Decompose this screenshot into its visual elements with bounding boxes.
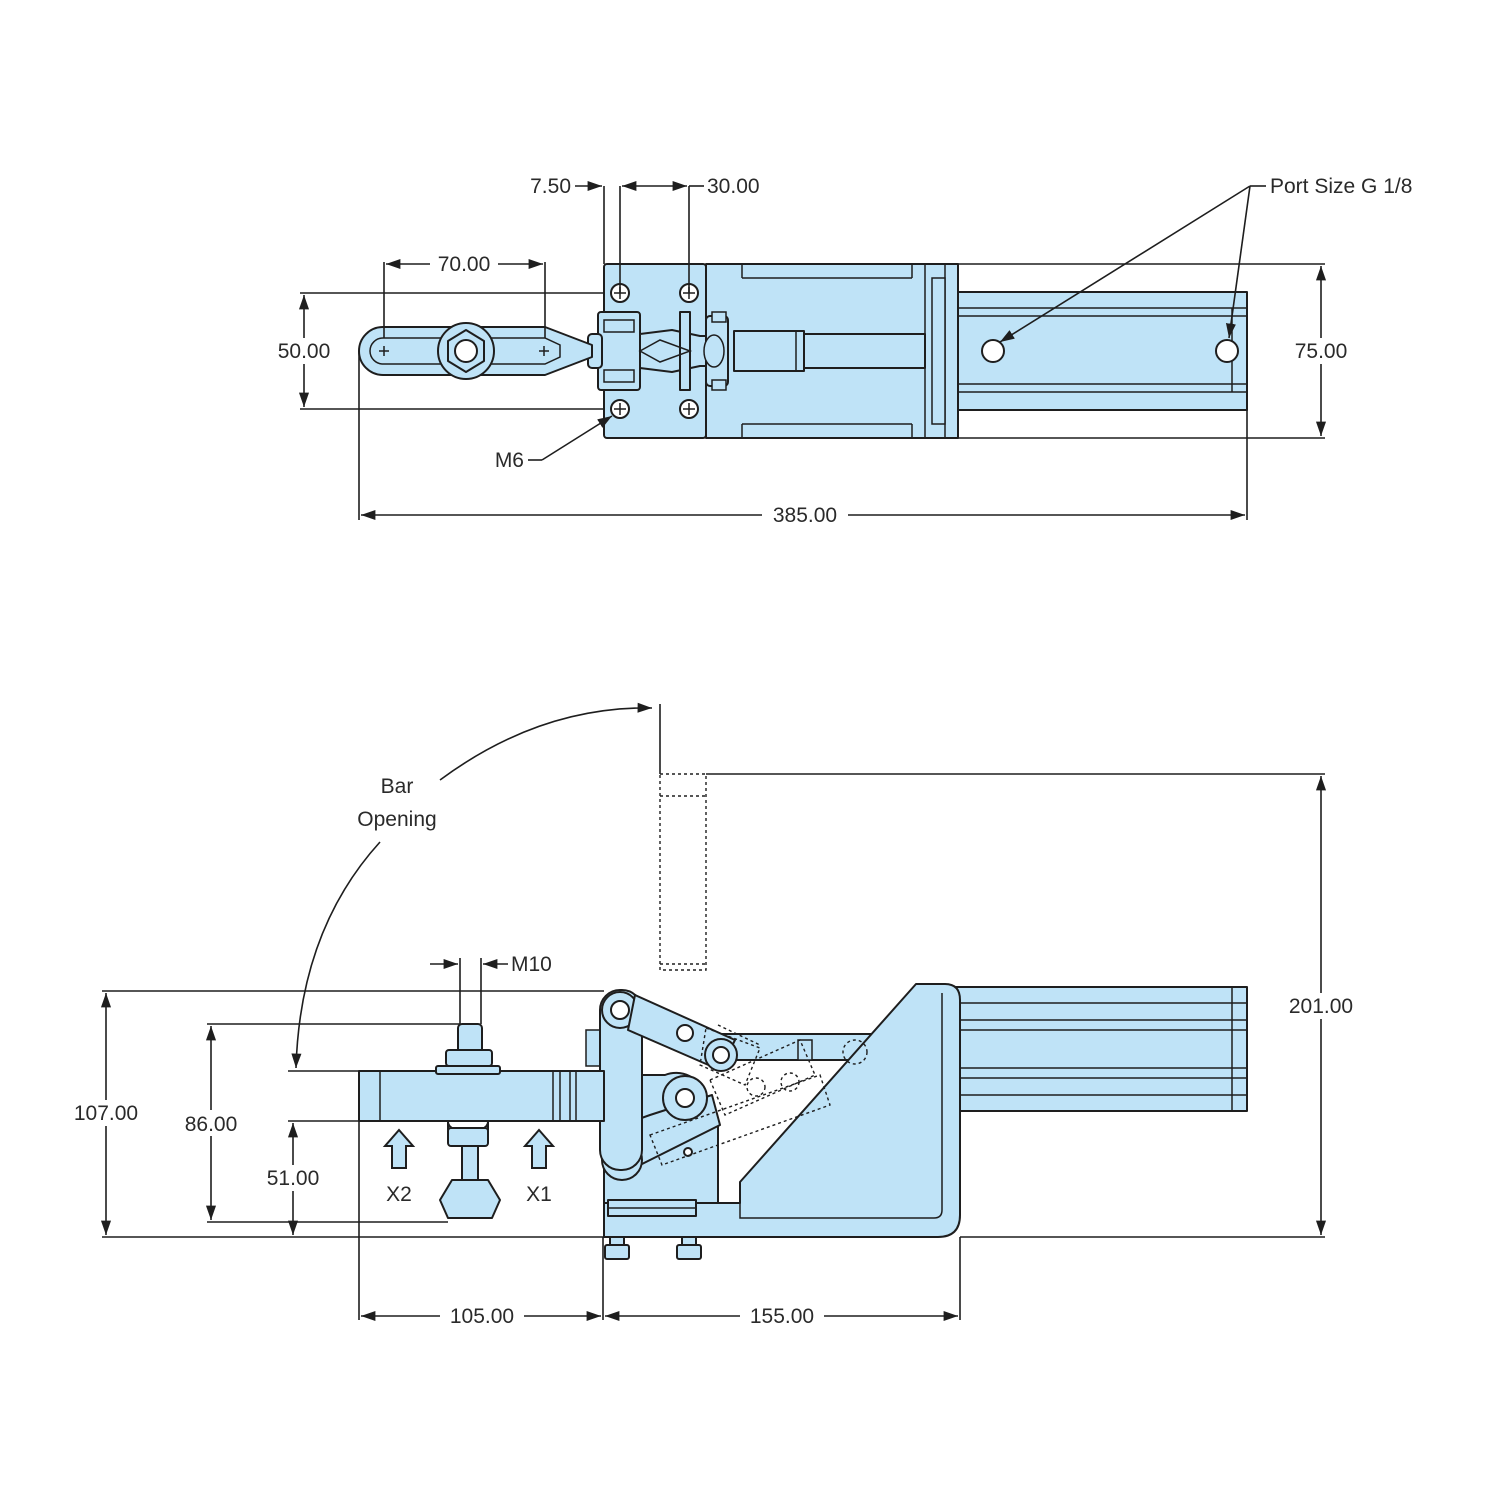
- dim-label-51-00: 51.00: [267, 1167, 320, 1190]
- frame-top: [705, 263, 959, 439]
- spindle-icon: [435, 1023, 501, 1219]
- x1-label: X1: [526, 1183, 552, 1206]
- dim-label-155-00: 155.00: [750, 1305, 814, 1328]
- dim-total-height-107: 107.00: [66, 990, 604, 1238]
- dim-max-height-201: 201.00: [706, 773, 1362, 1238]
- mount-screw-icon: [610, 283, 699, 419]
- dim-label-201-00: 201.00: [1289, 995, 1353, 1018]
- side-view: X2 X1 Bar Opening M10 107.00: [66, 702, 1362, 1329]
- port-hole-front: [981, 339, 1005, 363]
- toggle-linkage-top: [587, 311, 729, 391]
- dim-handle-width-50: 50.00: [270, 292, 604, 410]
- spindle-nut-icon: [437, 322, 495, 380]
- bar-opening-arc: Bar Opening: [291, 702, 661, 1069]
- m6-label: M6: [495, 449, 524, 472]
- dim-handle-slot-70: 70.00: [383, 250, 546, 338]
- dim-label-107-00: 107.00: [74, 1102, 138, 1125]
- force-arrow-x1-icon: X1: [522, 1128, 556, 1206]
- top-view: 7.50 30.00 70.00 50.00: [270, 175, 1412, 528]
- m10-label: M10: [511, 953, 552, 976]
- bar-opening-label-line1: Bar: [381, 775, 414, 798]
- ghost-bar-open: [649, 773, 868, 1166]
- port-hole-rear: [1215, 339, 1239, 363]
- dim-spindle-height-86: 86.00: [177, 1023, 460, 1223]
- dim-label-70-00: 70.00: [438, 253, 491, 276]
- dim-label-30-00: 30.00: [707, 175, 760, 198]
- cylinder-tube-top: [957, 291, 1248, 411]
- clamp-bar-side: [358, 1023, 605, 1219]
- callout-m6: M6: [495, 415, 613, 472]
- dim-bar-reach-105: 105.00: [358, 1121, 604, 1329]
- dim-label-7-50: 7.50: [530, 175, 571, 198]
- dim-label-105-00: 105.00: [450, 1305, 514, 1328]
- dim-body-height-75: 75.00: [958, 263, 1356, 439]
- clamp-bar-top: [358, 322, 593, 380]
- dim-hole-spacing-30: 30.00: [622, 175, 760, 293]
- dim-label-50-00: 50.00: [278, 340, 331, 363]
- dim-label-75-00: 75.00: [1295, 340, 1348, 363]
- dim-offset-7-50: 7.50: [530, 175, 621, 293]
- callout-port-size: Port Size G 1/8: [999, 175, 1412, 343]
- dim-base-length-155: 155.00: [605, 1237, 961, 1329]
- dim-overall-length-385: 385.00: [358, 351, 1248, 528]
- toggle-link-side: [599, 989, 738, 1171]
- cylinder-side: [951, 986, 1248, 1112]
- base-bolt-icon: [604, 1236, 702, 1260]
- dim-label-385-00: 385.00: [773, 504, 837, 527]
- force-arrow-x2-icon: X2: [382, 1128, 416, 1206]
- dim-bar-height-51: 51.00: [259, 1070, 359, 1235]
- slot-center-icon: [379, 346, 549, 356]
- bar-opening-label-line2: Opening: [357, 808, 436, 831]
- dim-thread-m10: M10: [430, 953, 552, 1024]
- base-bracket-side: [603, 983, 961, 1238]
- x2-label: X2: [386, 1183, 412, 1206]
- port-size-label: Port Size G 1/8: [1270, 175, 1412, 198]
- dim-label-86-00: 86.00: [185, 1113, 238, 1136]
